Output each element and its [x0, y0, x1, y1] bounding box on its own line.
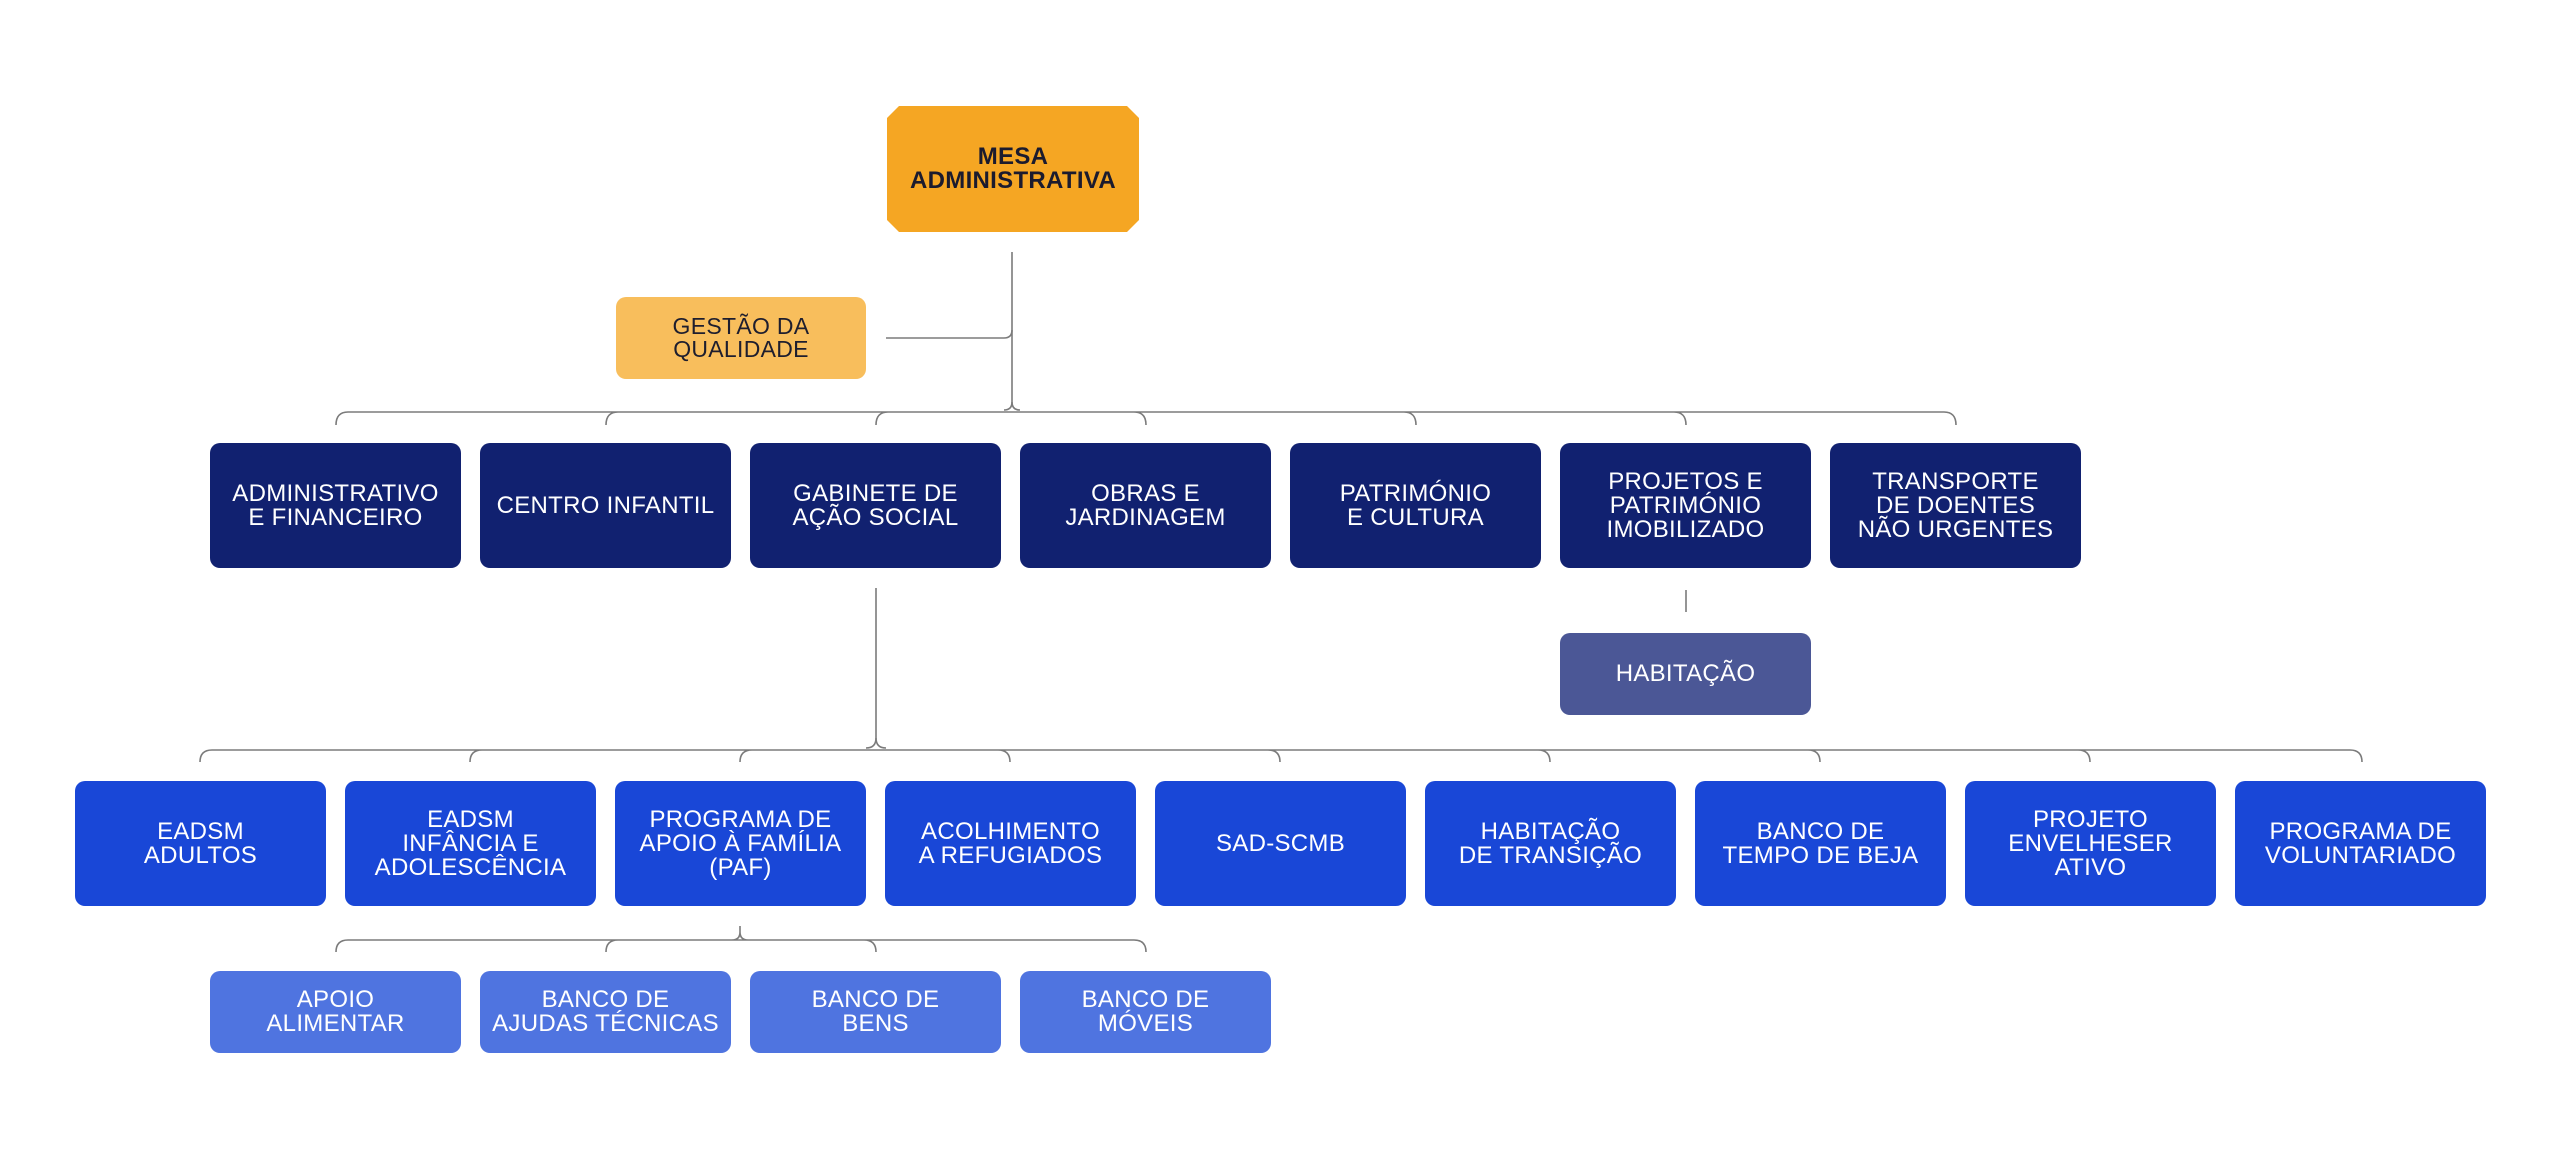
node-label: OBRAS E JARDINAGEM	[1065, 479, 1226, 531]
node-projeto-envelheser-ativo: PROJETO ENVELHESER ATIVO	[1965, 781, 2216, 906]
node-sad-scmb: SAD-SCMB	[1155, 781, 1406, 906]
connector-root-quality	[886, 252, 1013, 339]
node-label: HABITAÇÃO	[1615, 660, 1756, 687]
node-label: SAD-SCMB	[1215, 829, 1346, 857]
node-label: BANCO DE MÓVEIS	[1081, 986, 1210, 1037]
node-label: MESA ADMINISTRATIVA	[910, 143, 1116, 194]
node-mesa-administrativa: MESA ADMINISTRATIVA	[887, 106, 1139, 232]
node-label: GESTÃO DA QUALIDADE	[672, 313, 810, 362]
node-acolhimento-refugiados: ACOLHIMENTO A REFUGIADOS	[885, 781, 1136, 906]
node-centro-infantil: CENTRO INFANTIL	[480, 443, 731, 568]
node-programa-voluntariado: PROGRAMA DE VOLUNTARIADO	[2235, 781, 2486, 906]
node-label: ADMINISTRATIVO E FINANCEIRO	[232, 479, 439, 531]
node-label: APOIO ALIMENTAR	[266, 986, 405, 1037]
node-label: PROGRAMA DE APOIO À FAMÍLIA (PAF)	[639, 805, 842, 881]
node-label: PATRIMÓNIO E CULTURA	[1339, 479, 1492, 531]
connector-gabinete-bus	[875, 588, 887, 749]
node-label: PROJETOS E PATRIMÓNIO IMOBILIZADO	[1606, 467, 1765, 543]
node-label: BANCO DE TEMPO DE BEJA	[1722, 817, 1919, 869]
node-label: EADSM ADULTOS	[143, 817, 258, 869]
node-gestao-qualidade: GESTÃO DA QUALIDADE	[616, 297, 866, 379]
node-administrativo-financeiro: ADMINISTRATIVO E FINANCEIRO	[210, 443, 461, 568]
node-banco-tempo-beja: BANCO DE TEMPO DE BEJA	[1695, 781, 1946, 906]
node-eadsm-infancia: EADSM INFÂNCIA E ADOLESCÊNCIA	[345, 781, 596, 906]
node-transporte-doentes: TRANSPORTE DE DOENTES NÃO URGENTES	[1830, 443, 2081, 568]
node-projetos-patrimonio: PROJETOS E PATRIMÓNIO IMOBILIZADO	[1560, 443, 1811, 568]
node-gabinete-acao-social: GABINETE DE AÇÃO SOCIAL	[750, 443, 1001, 568]
node-label: CENTRO INFANTIL	[496, 491, 715, 519]
node-obras-jardinagem: OBRAS E JARDINAGEM	[1020, 443, 1271, 568]
node-label: PROGRAMA DE VOLUNTARIADO	[2264, 817, 2457, 869]
node-label: TRANSPORTE DE DOENTES NÃO URGENTES	[1857, 467, 2054, 543]
node-label: ACOLHIMENTO A REFUGIADOS	[918, 817, 1103, 869]
node-habitacao-transicao: HABITAÇÃO DE TRANSIÇÃO	[1425, 781, 1676, 906]
node-programa-apoio-familia: PROGRAMA DE APOIO À FAMÍLIA (PAF)	[615, 781, 866, 906]
connector-department-bus	[335, 401, 1957, 426]
node-label: HABITAÇÃO DE TRANSIÇÃO	[1458, 817, 1643, 869]
node-label: GABINETE DE AÇÃO SOCIAL	[792, 479, 959, 531]
connector-paf-bus	[335, 926, 1147, 953]
node-label: PROJETO ENVELHESER ATIVO	[2008, 805, 2173, 881]
connector-root-bus	[1003, 330, 1013, 411]
node-habitacao: HABITAÇÃO	[1560, 633, 1811, 715]
node-banco-moveis: BANCO DE MÓVEIS	[1020, 971, 1271, 1053]
node-patrimonio-cultura: PATRIMÓNIO E CULTURA	[1290, 443, 1541, 568]
node-label: EADSM INFÂNCIA E ADOLESCÊNCIA	[374, 805, 567, 881]
node-label: BANCO DE BENS	[811, 986, 940, 1037]
node-label: BANCO DE AJUDAS TÉCNICAS	[492, 986, 719, 1037]
node-eadsm-adultos: EADSM ADULTOS	[75, 781, 326, 906]
node-banco-ajudas-tecnicas: BANCO DE AJUDAS TÉCNICAS	[480, 971, 731, 1053]
node-apoio-alimentar: APOIO ALIMENTAR	[210, 971, 461, 1053]
connector-programs-bus	[199, 737, 2363, 763]
node-banco-bens: BANCO DE BENS	[750, 971, 1001, 1053]
